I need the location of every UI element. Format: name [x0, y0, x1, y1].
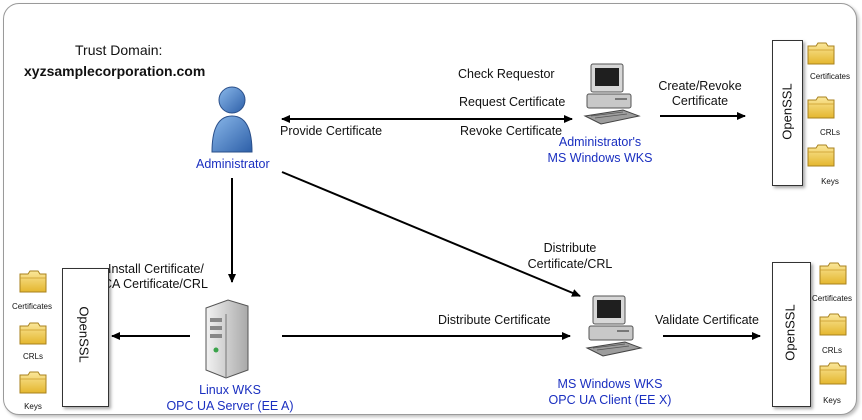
- openssl-store-linux: [62, 268, 109, 407]
- folder-label: Certificates: [11, 302, 52, 311]
- folder-label: CRLs: [22, 352, 43, 361]
- folder-label: Keys: [823, 396, 841, 405]
- folder-label: Keys: [821, 177, 839, 186]
- diagram-frame: [3, 3, 857, 415]
- linux-wks-label-line2: OPC UA Server (EE A): [166, 399, 294, 413]
- openssl-store-admin: [772, 40, 803, 186]
- edge-install-line1: Install Certificate/: [108, 262, 204, 276]
- edge-revoke-certificate: Revoke Certificate: [460, 124, 563, 138]
- openssl-label: OpenSSL: [782, 304, 798, 361]
- administrator-label: Administrator: [196, 157, 270, 171]
- admin-wks-label-line1: Administrator's: [558, 135, 642, 149]
- edge-distribute-certificate: Distribute Certificate: [438, 313, 551, 327]
- desktop-computer-icon: [584, 63, 640, 125]
- folder-label: Certificates: [809, 72, 850, 81]
- folder-icon: [19, 371, 47, 394]
- trust-domain-value: xyzsamplecorporation.com: [24, 63, 206, 79]
- folder-icon: [19, 270, 47, 293]
- user-icon: [211, 86, 253, 153]
- linux-wks-label-line1: Linux WKS: [199, 383, 261, 397]
- edge-request-certificate: Request Certificate: [459, 95, 566, 109]
- edge-provide-certificate: Provide Certificate: [280, 124, 383, 138]
- client-wks-label-line1: MS Windows WKS: [557, 377, 663, 391]
- folder-label: Keys: [24, 402, 42, 411]
- admin-wks-label-line2: MS Windows WKS: [547, 151, 653, 165]
- arrow-distribute-crl: [281, 171, 581, 297]
- edge-check-requestor: Check Requestor: [458, 67, 555, 81]
- folder-label: CRLs: [819, 128, 840, 137]
- edge-create-revoke-line2: Certificate: [671, 94, 729, 108]
- folder-label: CRLs: [821, 346, 842, 355]
- folder-label: Certificates: [811, 294, 852, 303]
- folder-icon: [819, 313, 847, 336]
- folder-icon: [807, 96, 835, 119]
- edge-distribute-line2: Certificate/CRL: [527, 257, 613, 271]
- folder-icon: [19, 322, 47, 345]
- edge-validate-certificate: Validate Certificate: [655, 313, 759, 327]
- openssl-store-client: [772, 262, 811, 407]
- edge-install-line2: CA Certificate/CRL: [103, 277, 208, 291]
- desktop-computer-icon: [586, 295, 642, 357]
- folder-icon: [807, 144, 835, 167]
- folder-icon: [807, 42, 835, 65]
- client-wks-label-line2: OPC UA Client (EE X): [548, 393, 672, 407]
- trust-domain-label: Trust Domain:: [75, 42, 163, 58]
- folder-icon: [819, 362, 847, 385]
- folder-icon: [819, 262, 847, 285]
- openssl-label: OpenSSL: [76, 306, 92, 363]
- server-tower-icon: [205, 299, 249, 379]
- openssl-label: OpenSSL: [779, 83, 795, 140]
- edge-create-revoke-line1: Create/Revoke: [658, 79, 742, 93]
- edge-distribute-line1: Distribute: [543, 241, 597, 255]
